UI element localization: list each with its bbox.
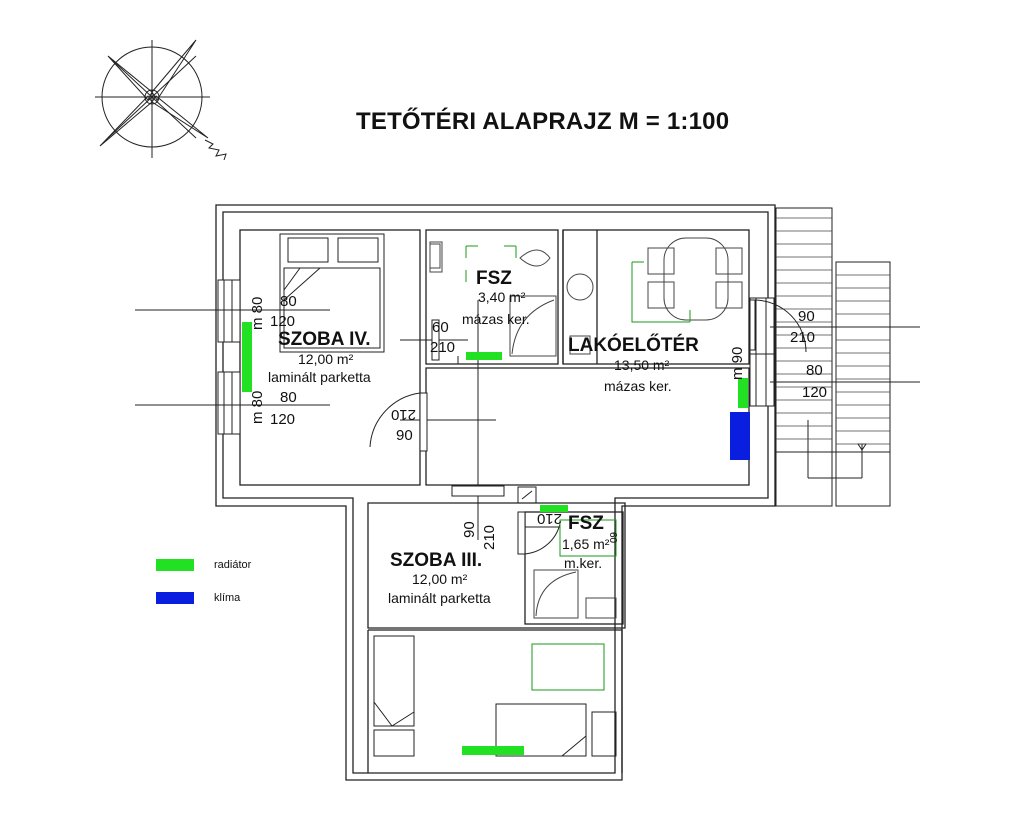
room-area: 3,40 m²: [478, 289, 526, 305]
opening-width: 80: [280, 389, 297, 406]
sill-height: m 90: [729, 347, 746, 380]
opening-door-bath-1: 60 210: [430, 319, 455, 356]
window-west-1: [217, 279, 241, 343]
window-east-2: [749, 353, 775, 407]
room-floor: mázas ker.: [604, 378, 672, 394]
sill-height: m 80: [249, 297, 266, 330]
opening-height: 120: [802, 384, 827, 401]
opening-width: 90: [798, 308, 815, 325]
room-name: FSZ: [568, 513, 604, 534]
opening-height: 210: [481, 525, 498, 550]
opening-window-west-2: m 80 80 120: [249, 389, 297, 428]
room-name: FSZ: [476, 268, 512, 289]
opening-height: 210: [790, 329, 815, 346]
radiator-swatch: [156, 559, 194, 571]
room-area: 12,00 m²: [298, 351, 354, 367]
climate-swatch: [156, 592, 194, 604]
compass-icon: [95, 39, 227, 161]
opening-height: 120: [270, 313, 295, 330]
opening-window-east: m 90 80 120: [729, 347, 827, 401]
section-lines: [135, 300, 920, 540]
opening-door-bath-2: 210 60: [537, 510, 618, 544]
room-name: SZOBA III.: [390, 550, 482, 571]
opening-width: 80: [806, 362, 823, 379]
window-west-2: [217, 371, 241, 435]
legend-item-radiator: radiátor: [156, 557, 251, 573]
staircase: [775, 207, 891, 507]
room-floor: mázas ker.: [462, 311, 530, 327]
room-area: 1,65 m²: [562, 536, 610, 552]
legend-label: klíma: [214, 592, 241, 604]
opening-window-west-1: m 80 80 120: [249, 293, 297, 330]
room-floor: laminált parketta: [388, 590, 491, 606]
stair-steps: [776, 217, 890, 445]
room-fsz-2: FSZ 1,65 m² m.ker.: [562, 513, 610, 571]
room-area: 13,50 m²: [614, 357, 670, 373]
opening-width: 90: [396, 427, 413, 444]
opening-door-room-iii: 90 210: [461, 521, 498, 550]
opening-width: 80: [280, 293, 297, 310]
opening-width: 90: [461, 521, 478, 538]
legend-item-climate: klíma: [156, 590, 251, 606]
opening-height: 210: [430, 339, 455, 356]
opening-door-entry: 90 210: [790, 308, 815, 346]
furniture: [279, 233, 743, 757]
room-szoba-iii: SZOBA III. 12,00 m² laminált parketta: [388, 550, 491, 606]
room-name: SZOBA IV.: [278, 329, 371, 350]
doors: [369, 299, 807, 555]
opening-door-room-iv: 210 90: [391, 406, 416, 444]
opening-height: 210: [391, 406, 416, 423]
room-floor: m.ker.: [564, 555, 602, 571]
sill-height: m 80: [249, 391, 266, 424]
opening-height: 120: [270, 411, 295, 428]
room-lakoeloter: LAKÓELŐTÉR 13,50 m² mázas ker.: [568, 334, 699, 394]
legend-label: radiátor: [214, 559, 252, 571]
opening-height: 210: [537, 510, 562, 527]
room-fsz-1: FSZ 3,40 m² mázas ker.: [462, 268, 530, 327]
room-area: 12,00 m²: [412, 571, 468, 587]
radiators: [242, 322, 748, 755]
room-name: LAKÓELŐTÉR: [568, 334, 699, 356]
room-szoba-iv: SZOBA IV. 12,00 m² laminált parketta: [268, 329, 371, 385]
room-floor: laminált parketta: [268, 369, 371, 385]
opening-width: 60: [432, 319, 449, 336]
legend: radiátor klíma: [156, 557, 251, 623]
opening-width: 60: [607, 532, 618, 544]
climate-unit: [730, 412, 750, 460]
plan-title: TETŐTÉRI ALAPRAJZ M = 1:100: [356, 108, 730, 135]
